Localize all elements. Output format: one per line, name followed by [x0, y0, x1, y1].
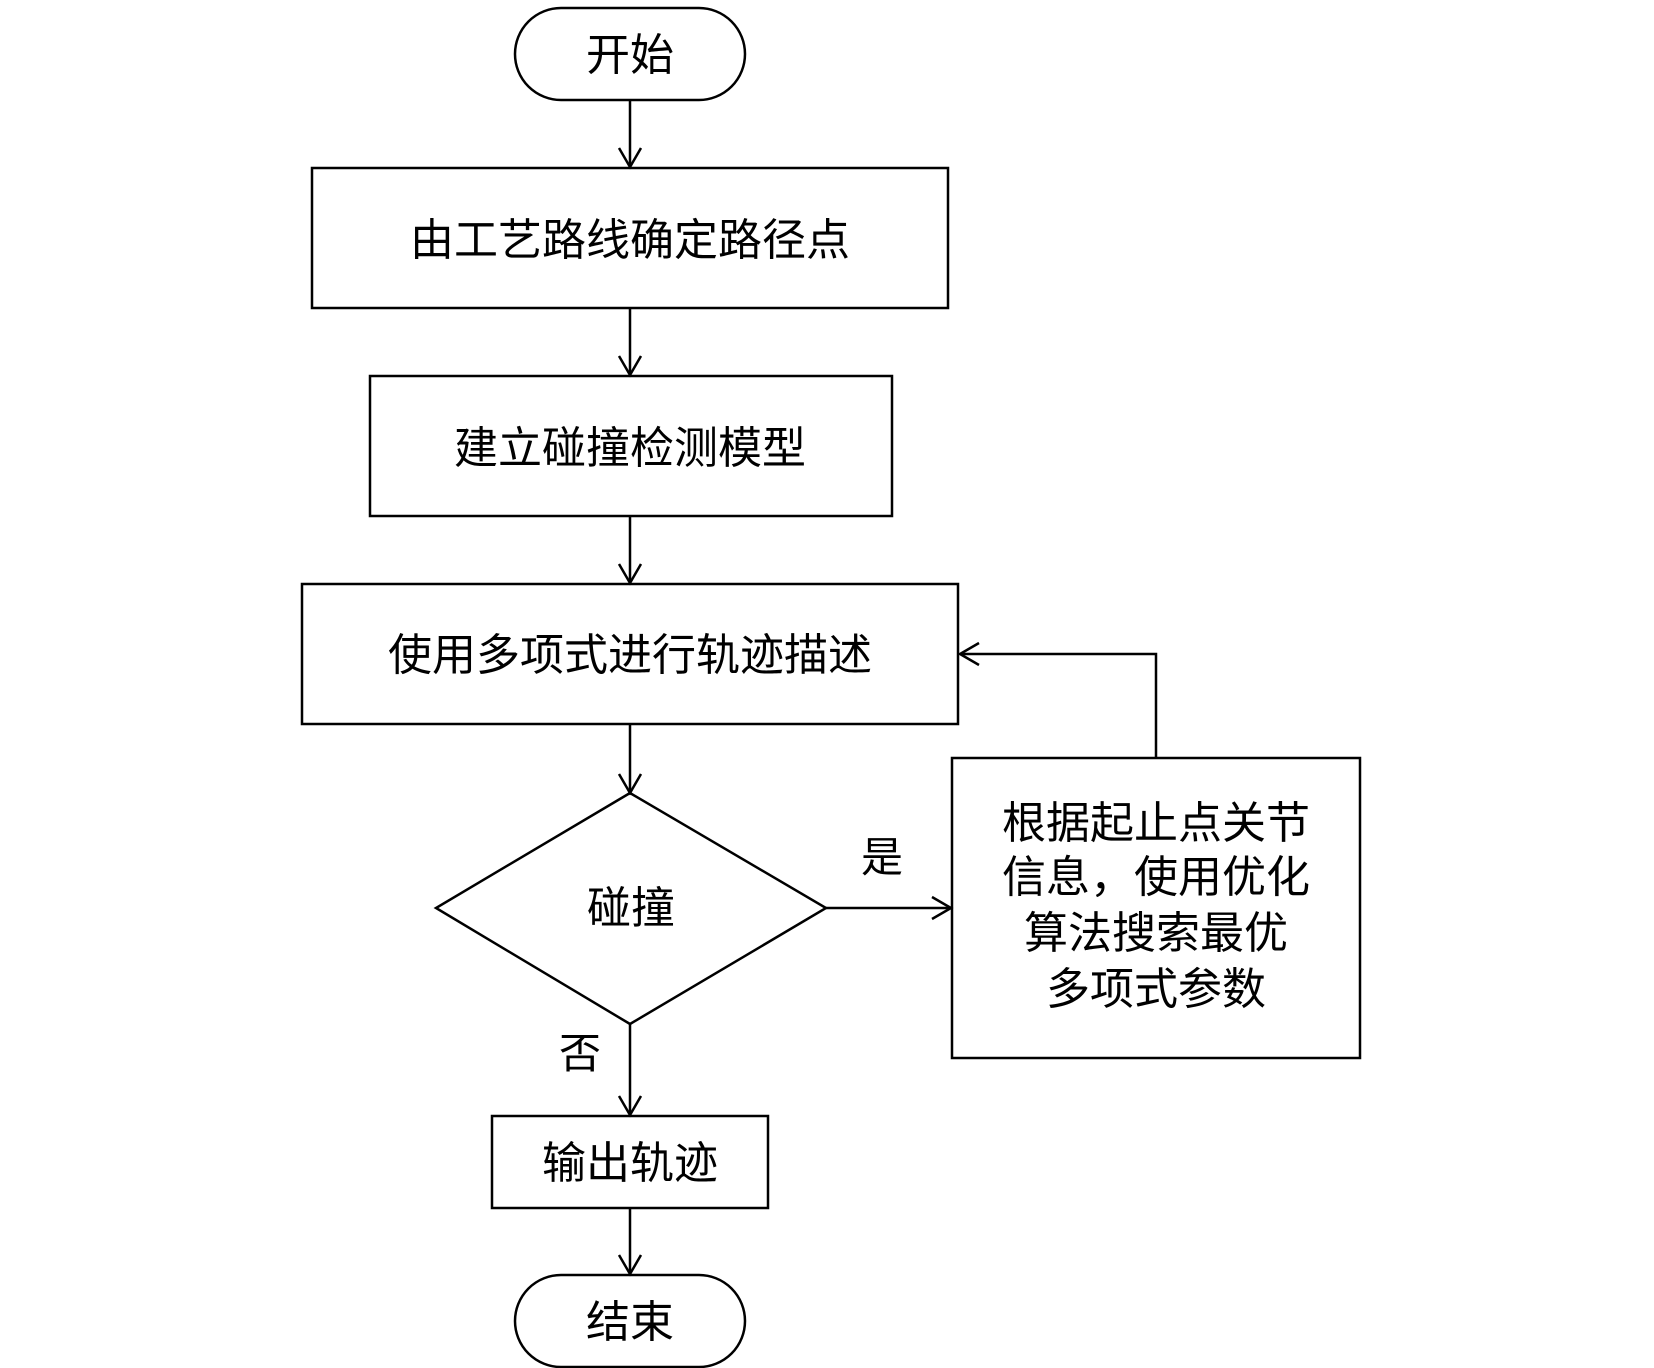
arrow-optimize-back-to-step3 — [957, 641, 1158, 758]
end-label: 结束 — [586, 1297, 674, 1348]
step-define-path-points-label: 由工艺路线确定路径点 — [410, 215, 850, 266]
decision-collision: 碰撞 — [433, 791, 829, 1026]
optimize-line-3: 算法搜索最优 — [1024, 908, 1288, 959]
start-node: 开始 — [513, 6, 747, 102]
step-optimize-parameters: 根据起止点关节 信息，使用优化 算法搜索最优 多项式参数 — [950, 756, 1362, 1060]
optimize-line-4: 多项式参数 — [1046, 964, 1266, 1015]
optimize-line-1: 根据起止点关节 — [1002, 798, 1310, 849]
arrow-output-to-end — [617, 1208, 643, 1277]
step-build-collision-model-label: 建立碰撞检测模型 — [454, 423, 806, 474]
arrow-step1-to-step2 — [617, 308, 643, 378]
arrow-start-to-step1 — [617, 100, 643, 170]
arrow-step2-to-step3 — [617, 516, 643, 586]
decision-collision-label: 碰撞 — [587, 883, 675, 934]
start-label: 开始 — [586, 30, 674, 81]
optimize-line-2: 信息，使用优化 — [1002, 852, 1310, 903]
arrow-decision-no-to-output — [617, 1024, 643, 1118]
arrow-decision-yes-to-optimize — [826, 895, 954, 921]
step-build-collision-model: 建立碰撞检测模型 — [368, 374, 894, 518]
end-node: 结束 — [513, 1273, 747, 1368]
yes-label: 是 — [861, 833, 903, 882]
step-output-trajectory-label: 输出轨迹 — [542, 1138, 718, 1189]
step-polynomial-trajectory: 使用多项式进行轨迹描述 — [300, 582, 960, 726]
step-define-path-points: 由工艺路线确定路径点 — [310, 166, 950, 310]
arrow-step3-to-decision — [617, 724, 643, 796]
no-label: 否 — [559, 1029, 601, 1078]
step-polynomial-trajectory-label: 使用多项式进行轨迹描述 — [388, 630, 872, 681]
step-output-trajectory: 输出轨迹 — [490, 1114, 770, 1210]
